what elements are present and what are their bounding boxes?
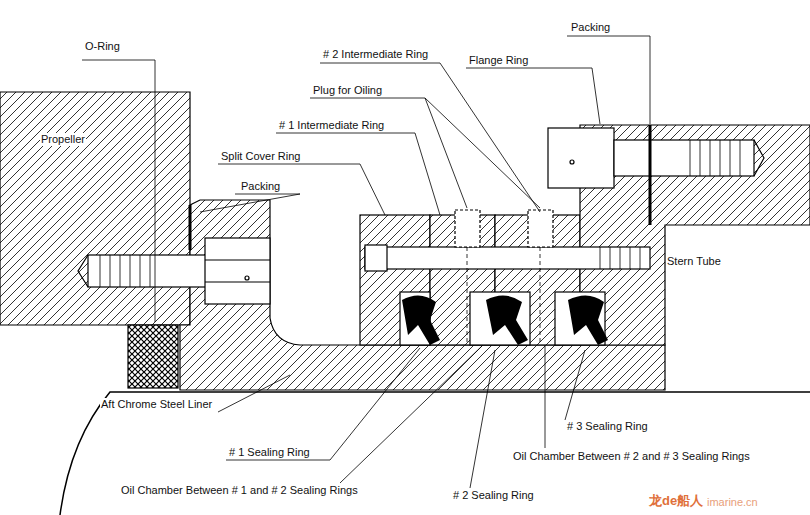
leader-line bbox=[226, 348, 420, 460]
hatched-parts bbox=[0, 92, 810, 390]
thread-lines bbox=[690, 140, 740, 176]
sealing-lip bbox=[568, 295, 608, 345]
watermark: 龙de船人 bbox=[648, 494, 704, 507]
packing-line bbox=[189, 205, 192, 250]
part-label: Packing bbox=[240, 180, 281, 193]
leader-line bbox=[567, 36, 650, 124]
leader-line bbox=[545, 345, 546, 448]
threads bbox=[100, 140, 740, 345]
hole-mark bbox=[245, 276, 249, 280]
shaft-outline bbox=[60, 392, 810, 515]
bolt-shank bbox=[88, 255, 208, 287]
thread-lines bbox=[100, 255, 150, 287]
part-label: Oil Chamber Between # 2 and # 3 Sealing … bbox=[512, 450, 751, 463]
sealing-lip bbox=[486, 295, 528, 345]
bolt-shank bbox=[614, 140, 754, 176]
oil-passage bbox=[467, 247, 540, 345]
part-label: # 2 Sealing Ring bbox=[452, 489, 535, 502]
sealing-lips bbox=[402, 295, 608, 345]
stern-tube-flange bbox=[580, 125, 810, 345]
leader-line bbox=[310, 98, 540, 208]
leader-line bbox=[340, 345, 483, 483]
part-label: # 3 Sealing Ring bbox=[566, 420, 649, 433]
part-label: # 2 Intermediate Ring bbox=[322, 48, 429, 61]
leader-line bbox=[218, 375, 290, 412]
part-label: Flange Ring bbox=[468, 54, 529, 67]
o-ring-section bbox=[128, 325, 178, 388]
bolt-head bbox=[365, 245, 387, 271]
leader-line bbox=[276, 133, 440, 215]
part-label: # 1 Intermediate Ring bbox=[278, 119, 385, 132]
bolt-head bbox=[205, 238, 270, 304]
outlines bbox=[60, 125, 810, 515]
leader-line bbox=[466, 68, 600, 124]
hole-mark bbox=[570, 160, 574, 164]
leader-line bbox=[470, 350, 495, 488]
lip-chamber bbox=[470, 292, 530, 345]
propeller-body bbox=[0, 92, 190, 325]
bolt-head bbox=[548, 128, 614, 188]
leader-lines bbox=[82, 36, 650, 488]
thread-lines bbox=[600, 247, 640, 269]
leader-line bbox=[200, 194, 300, 212]
watermark: imarine.cn bbox=[706, 496, 759, 509]
part-label: Packing bbox=[570, 21, 611, 34]
oiling-plug bbox=[528, 210, 553, 247]
leader-line bbox=[82, 60, 155, 322]
hex-edge bbox=[205, 259, 270, 260]
sealing-lip bbox=[402, 295, 440, 345]
part-label: Oil Chamber Between # 1 and # 2 Sealing … bbox=[120, 484, 359, 497]
part-label: Stern Tube bbox=[666, 255, 722, 268]
part-label: O-Ring bbox=[84, 40, 121, 53]
part-label: Plug for Oiling bbox=[312, 84, 383, 97]
part-label: # 1 Sealing Ring bbox=[228, 446, 311, 459]
bolts bbox=[78, 128, 764, 304]
bolt-tip bbox=[754, 140, 764, 176]
through-bolt bbox=[365, 247, 650, 269]
part-label: Split Cover Ring bbox=[220, 150, 301, 163]
part-label: Aft Chrome Steel Liner bbox=[100, 398, 213, 411]
part-label: Propeller bbox=[40, 133, 86, 146]
hex-edge bbox=[205, 281, 270, 282]
leader-line bbox=[218, 164, 385, 215]
oiling-plug bbox=[455, 210, 480, 247]
bolt-tip bbox=[78, 255, 88, 287]
leader-line bbox=[565, 350, 585, 420]
packing-line bbox=[649, 125, 652, 225]
